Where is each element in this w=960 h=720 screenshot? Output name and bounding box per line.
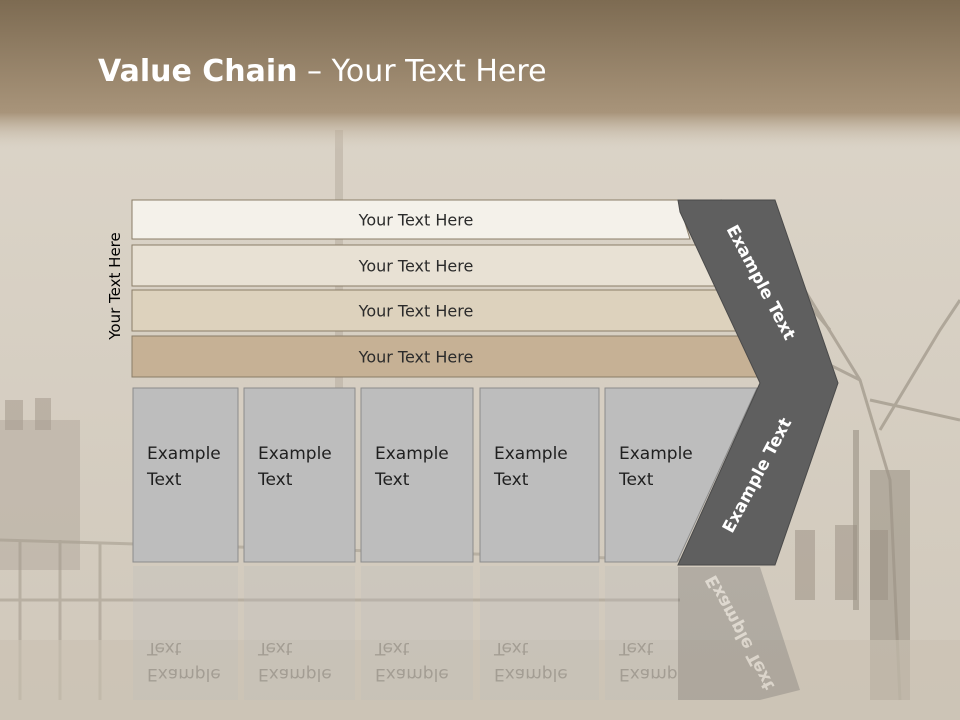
example-box-line2: Text [618,470,654,490]
example-box-line2: Text [493,470,529,490]
example-box-2 [243,387,356,563]
page-title: Value Chain – Your Text Here [98,54,547,89]
value-row-1 [131,199,691,240]
example-box-line2: Text [257,470,293,490]
example-box-line2-reflection: Text [618,638,654,658]
example-box-reflection [605,566,757,700]
example-box-1 [132,387,239,563]
example-box-line1-reflection: Example [258,664,332,684]
example-box-line2-reflection: Text [374,638,410,658]
value-row-label: Your Text Here [358,257,474,276]
example-box-line1: Example [619,444,693,464]
title-rest: – Your Text Here [297,54,547,89]
example-box-line2-reflection: Text [493,638,529,658]
example-box-line2-reflection: Text [257,638,293,658]
value-row-label: Your Text Here [358,211,474,230]
example-box-5 [604,387,758,563]
example-box-reflection [480,566,599,700]
example-box-reflection [133,566,238,700]
example-box-line2: Text [146,470,182,490]
example-box-line1: Example [375,444,449,464]
example-box-line1: Example [494,444,568,464]
chevron-reflection [678,567,800,700]
title-bold: Value Chain [98,54,298,89]
example-box-line2: Text [374,470,410,490]
example-box-line1: Example [147,444,221,464]
example-box-line1-reflection: Example [147,664,221,684]
example-box-3 [360,387,474,563]
example-box-reflection [244,566,355,700]
example-box-line2-reflection: Text [146,638,182,658]
value-row-label: Your Text Here [358,302,474,321]
example-box-line1-reflection: Example [494,664,568,684]
value-row-label: Your Text Here [358,348,474,367]
example-box-reflection [361,566,473,700]
example-box-line1-reflection: Example [619,664,693,684]
value-chain-chevron [677,199,839,566]
example-box-line1: Example [258,444,332,464]
example-box-line1-reflection: Example [375,664,449,684]
example-box-4 [479,387,600,563]
